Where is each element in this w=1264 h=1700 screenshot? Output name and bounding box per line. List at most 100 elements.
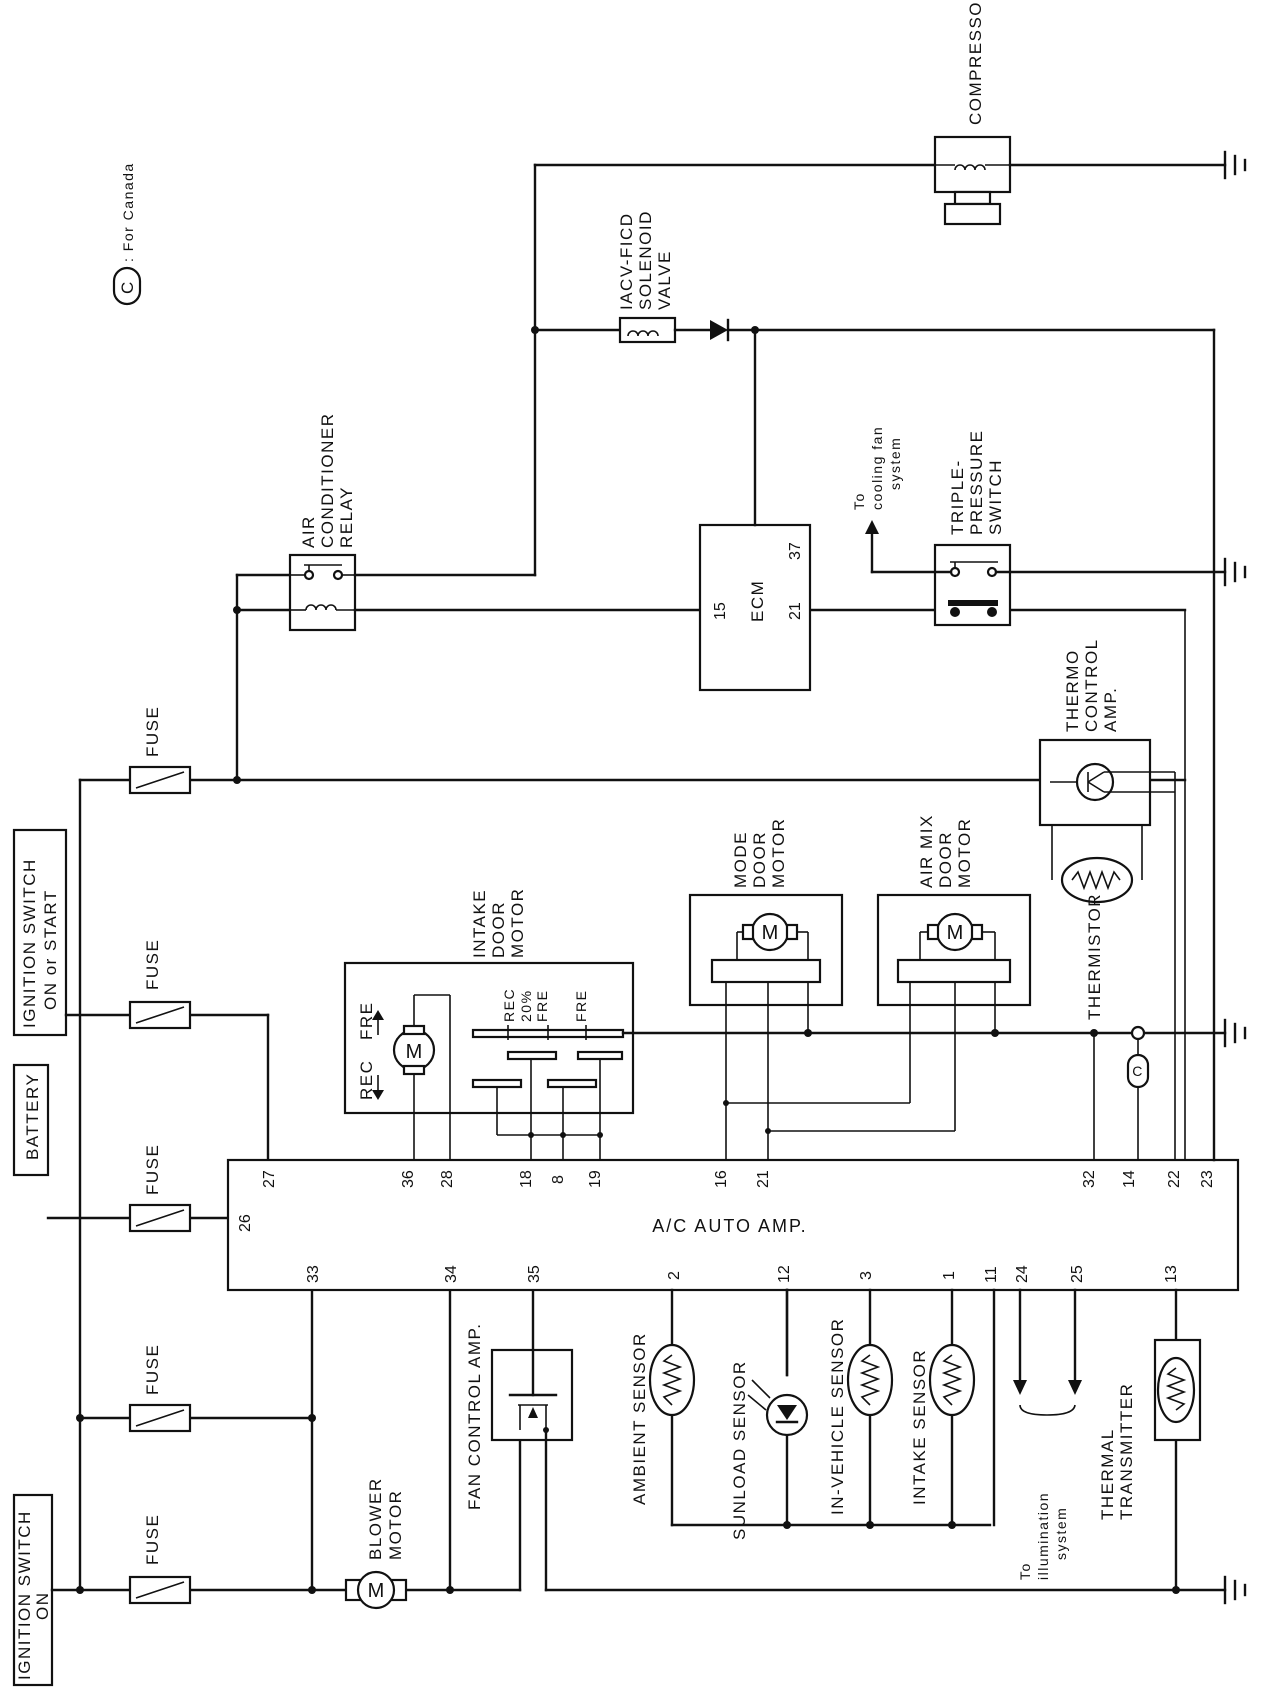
svg-text:To: To — [851, 492, 867, 510]
mode-door-label-1: MODE — [731, 831, 750, 888]
svg-text:25: 25 — [1069, 1265, 1086, 1283]
svg-text:21: 21 — [755, 1170, 772, 1188]
triple-switch-label-2: PRESSURE — [967, 429, 986, 535]
svg-text:24: 24 — [1014, 1265, 1031, 1283]
svg-text:M: M — [762, 922, 779, 944]
svg-text:15: 15 — [712, 602, 729, 620]
iacv-label-3: VALVE — [655, 250, 674, 310]
intake-motor-rec: REC — [357, 1060, 376, 1100]
svg-text:FUSE: FUSE — [143, 1144, 162, 1195]
svg-text:M: M — [406, 1041, 423, 1063]
ignition-start-label-2: ON or START — [41, 889, 60, 1010]
svg-text:cooling fan: cooling fan — [869, 426, 885, 510]
right-side-wiring: C — [1090, 610, 1186, 1160]
ambient-sensor: AMBIENT SENSOR — [630, 1332, 696, 1505]
blower-motor-label-2: MOTOR — [386, 1490, 405, 1560]
battery-box: BATTERY — [12, 1063, 50, 1177]
svg-text:16: 16 — [713, 1170, 730, 1188]
compressor: COMPRESSOR — [933, 0, 1227, 226]
svg-text:system: system — [1053, 1507, 1069, 1560]
thermal-transmitter-label-2: TRANSMITTER — [1117, 1383, 1136, 1520]
blower-motor-label-1: BLOWER — [366, 1477, 385, 1560]
svg-text:26: 26 — [237, 1214, 254, 1232]
thermo-amp-label-3: AMP. — [1101, 687, 1120, 732]
ignition-switch-on-box: IGNITION SWITCH ON — [12, 1493, 54, 1687]
svg-text:37: 37 — [787, 542, 804, 560]
relay-label-3: RELAY — [337, 486, 356, 548]
ignition-switch-on-start-box: IGNITION SWITCH ON or START — [12, 828, 68, 1037]
in-vehicle-sensor-label: IN-VEHICLE SENSOR — [828, 1318, 847, 1515]
intake-door-label-2: DOOR — [489, 901, 508, 958]
air-mix-label-1: AIR MIX — [917, 814, 936, 888]
svg-text:11: 11 — [983, 1266, 1000, 1283]
ignition-start-label-1: IGNITION SWITCH — [20, 858, 39, 1028]
ecm: 15 21 37 ECM — [698, 326, 812, 692]
thermo-control-amp: THERMO CONTROL AMP. — [1038, 638, 1175, 827]
svg-text:C: C — [118, 280, 137, 294]
triple-pressure-switch: TRIPLE- PRESSURE SWITCH — [865, 429, 1227, 627]
sensor-wiring — [544, 1288, 1227, 1594]
svg-text:FUSE: FUSE — [143, 1344, 162, 1395]
power-wiring — [46, 573, 1187, 1594]
thermal-transmitter: THERMAL TRANSMITTER — [1098, 1338, 1202, 1520]
svg-text:M: M — [947, 922, 964, 944]
ac-auto-amp: A/C AUTO AMP. 27 36 28 18 8 19 16 21 32 … — [226, 1158, 1240, 1292]
svg-text:14: 14 — [1121, 1170, 1138, 1188]
fuse-blower-supply: FUSE — [128, 1344, 192, 1433]
blower-motor: M BLOWER MOTOR — [344, 1477, 408, 1610]
battery-label: BATTERY — [23, 1073, 42, 1160]
thermistor-label: THERMISTOR — [1085, 893, 1104, 1020]
svg-text:M: M — [368, 1580, 385, 1602]
fan-control-amp-label: FAN CONTROL AMP. — [465, 1323, 484, 1510]
svg-text:13: 13 — [1163, 1265, 1180, 1283]
ground-bus-mid — [621, 1018, 1247, 1048]
svg-text:18: 18 — [518, 1170, 535, 1188]
iacv-ficd-solenoid-valve: IACV-FICD SOLENOID VALVE — [617, 210, 1216, 344]
svg-text:36: 36 — [400, 1170, 417, 1188]
svg-text:illumination: illumination — [1035, 1492, 1051, 1580]
intake-pos-fre-b: FRE — [573, 990, 589, 1023]
svg-text:12: 12 — [776, 1265, 793, 1283]
triple-switch-label-3: SWITCH — [986, 459, 1005, 535]
svg-text:22: 22 — [1166, 1170, 1183, 1188]
to-cooling-fan-note: To cooling fan system — [851, 426, 903, 510]
in-vehicle-sensor: IN-VEHICLE SENSOR — [828, 1318, 894, 1515]
fuse-ignition-start: FUSE — [128, 939, 192, 1030]
svg-text:23: 23 — [1199, 1170, 1216, 1188]
triple-switch-label-1: TRIPLE- — [948, 459, 967, 535]
ambient-sensor-label: AMBIENT SENSOR — [630, 1332, 649, 1505]
intake-sensor: INTAKE SENSOR — [910, 1343, 976, 1505]
mode-door-label-2: DOOR — [750, 831, 769, 888]
svg-text:To: To — [1017, 1562, 1033, 1580]
relay-label-2: CONDITIONER — [318, 413, 337, 549]
fuse-relay-supply: FUSE — [128, 706, 192, 795]
canada-note-text: : For Canada — [120, 162, 136, 262]
fuse-ignition-on: FUSE — [128, 1514, 192, 1605]
svg-text:32: 32 — [1081, 1170, 1098, 1188]
svg-text:FUSE: FUSE — [143, 706, 162, 757]
svg-text:33: 33 — [305, 1265, 322, 1283]
air-mix-label-2: DOOR — [936, 831, 955, 888]
svg-text:21: 21 — [787, 602, 804, 620]
thermo-amp-label-2: CONTROL — [1082, 638, 1101, 732]
canada-note: C : For Canada — [112, 162, 142, 306]
svg-text:C: C — [1132, 1063, 1144, 1079]
fuse-battery: FUSE — [128, 1144, 192, 1233]
mode-door-label-3: MOTOR — [769, 818, 788, 888]
svg-text:FUSE: FUSE — [143, 1514, 162, 1565]
svg-text:28: 28 — [439, 1170, 456, 1188]
compressor-label: COMPRESSOR — [966, 0, 985, 125]
fan-control-amp: FAN CONTROL AMP. — [465, 1288, 574, 1510]
iacv-label-1: IACV-FICD — [617, 212, 636, 310]
svg-text:34: 34 — [443, 1265, 460, 1283]
ground-bottom — [1223, 1575, 1247, 1605]
svg-text:1: 1 — [941, 1271, 958, 1280]
illumination-output: To illumination system — [1013, 1288, 1082, 1580]
ignition-on-label-2: ON — [33, 1592, 52, 1621]
intake-motor-fre: FRE — [357, 1002, 376, 1041]
svg-text:FUSE: FUSE — [143, 939, 162, 990]
ecm-label: ECM — [748, 580, 767, 622]
intake-pos-20: 20% — [518, 989, 534, 1022]
intake-pos-fre-a: FRE — [534, 990, 550, 1023]
intake-pos-rec: REC — [501, 988, 517, 1022]
